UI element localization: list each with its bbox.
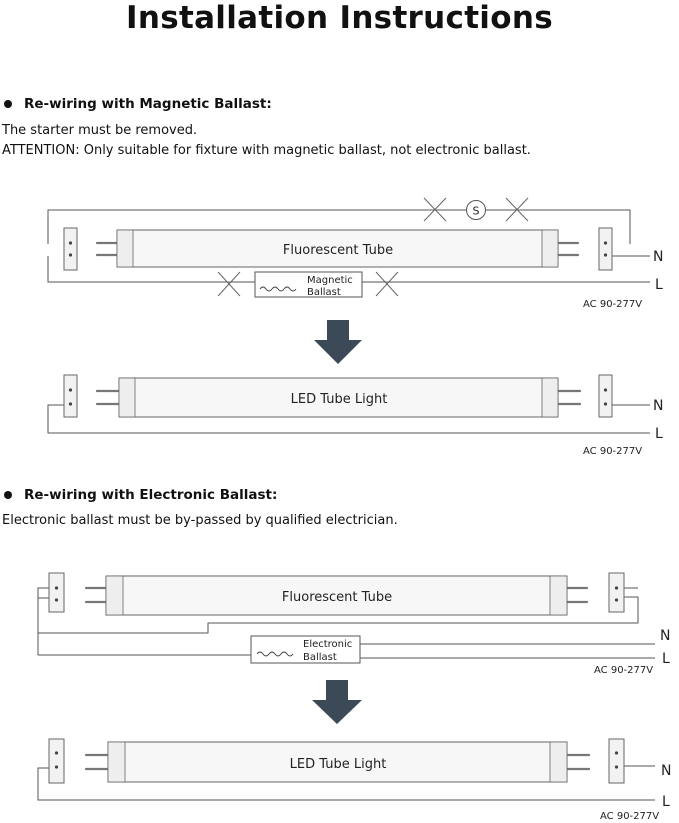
section-1-line-2: ATTENTION: Only suitable for fixture wit… [2,143,531,158]
diagram-electronic-led: LED Tube Light N L AC 90-277V [37,738,671,822]
holder-contact [68,402,73,406]
remove-cross-icon [375,271,399,297]
tube-end-cap [549,741,568,783]
starter-label: S [473,205,480,218]
holder-contact [603,388,608,392]
holder-contact [54,765,59,769]
ballast-label-line-2: Ballast [303,652,337,663]
l-line-wire [47,404,650,434]
right-lampholder [598,374,613,418]
bullet-icon [4,100,12,108]
ballast-label-line-1: Magnetic [307,275,353,286]
holder-contact [68,388,73,392]
tube-end-cap [107,741,126,783]
remove-cross-icon [423,197,447,222]
holder-contact [614,751,619,755]
tube-end-cap [105,575,124,616]
holder-contact [614,765,619,769]
holder-contact [54,751,59,755]
led-tube [118,377,559,418]
ballast-label-line-2: Ballast [307,287,341,298]
voltage-label: AC 90-277V [583,299,642,310]
magnetic-ballast-box [254,271,363,298]
tube-label: LED Tube Light [290,757,387,772]
left-lower-wire [47,256,255,283]
live-label: L [655,277,663,293]
right-lampholder [608,572,625,613]
down-arrow-icon [314,320,362,364]
remove-cross-icon [505,197,529,222]
live-label: L [662,794,670,810]
electronic-ballast-box [250,635,361,664]
tube-end-cap [541,377,559,418]
holder-contact [603,241,608,245]
tube-end-cap [541,229,559,268]
section-1-line-1: The starter must be removed. [2,123,198,138]
right-lampholder [608,738,625,784]
down-arrow-icon [312,680,362,724]
tube-label: LED Tube Light [291,392,388,407]
neutral-label: N [660,628,670,644]
coil-icon [256,651,294,657]
right-lampholder [598,227,613,271]
starter-symbol [466,200,486,220]
live-label: L [662,651,670,667]
neutral-label: N [661,763,671,779]
holder-contact [68,241,73,245]
voltage-label: AC 90-277V [600,811,659,822]
tube-end-cap [118,377,136,418]
section-2-line-1: Electronic ballast must be by-passed by … [2,513,398,528]
diagram-magnetic-led: LED Tube Light N L AC 90-277V [47,374,663,457]
starter-wire [47,209,631,244]
holder-contact [54,598,59,602]
holder-contact [614,598,619,602]
fluorescent-tube [105,575,568,616]
diagram-magnetic-fluorescent: Fluorescent Tube S Magnetic Ballast N L … [47,197,663,310]
diagram-electronic-fluorescent: Fluorescent Tube Electronic Ballast N L … [37,572,670,676]
bullet-icon [4,491,12,499]
holder-contact [54,586,59,590]
left-lampholder [63,227,78,271]
tube-end-cap [116,229,134,268]
section-2-heading: Re-wiring with Electronic Ballast: [4,487,277,503]
section-2-heading-text: Re-wiring with Electronic Ballast: [24,487,278,503]
holder-contact [68,253,73,257]
remove-cross-icon [217,271,241,297]
voltage-label: AC 90-277V [583,446,642,457]
left-lampholder [63,374,78,418]
left-lampholder [48,738,65,784]
loop-wire [37,587,639,634]
section-1-heading-text: Re-wiring with Magnetic Ballast: [24,96,272,112]
holder-contact [614,586,619,590]
l-line-wire [37,767,655,801]
ballast-label-line-1: Electronic [303,639,352,650]
page-title: Installation Instructions [126,0,553,36]
holder-contact [603,253,608,257]
tube-label: Fluorescent Tube [283,243,393,258]
voltage-label: AC 90-277V [594,665,653,676]
section-1-heading: Re-wiring with Magnetic Ballast: [4,96,272,112]
holder-contact [603,402,608,406]
left-lampholder [48,572,65,613]
neutral-label: N [653,249,663,265]
tube-end-cap [549,575,568,616]
tube-label: Fluorescent Tube [282,590,392,605]
coil-icon [259,286,297,292]
led-tube [107,741,568,783]
neutral-label: N [653,398,663,414]
live-label: L [655,426,663,442]
